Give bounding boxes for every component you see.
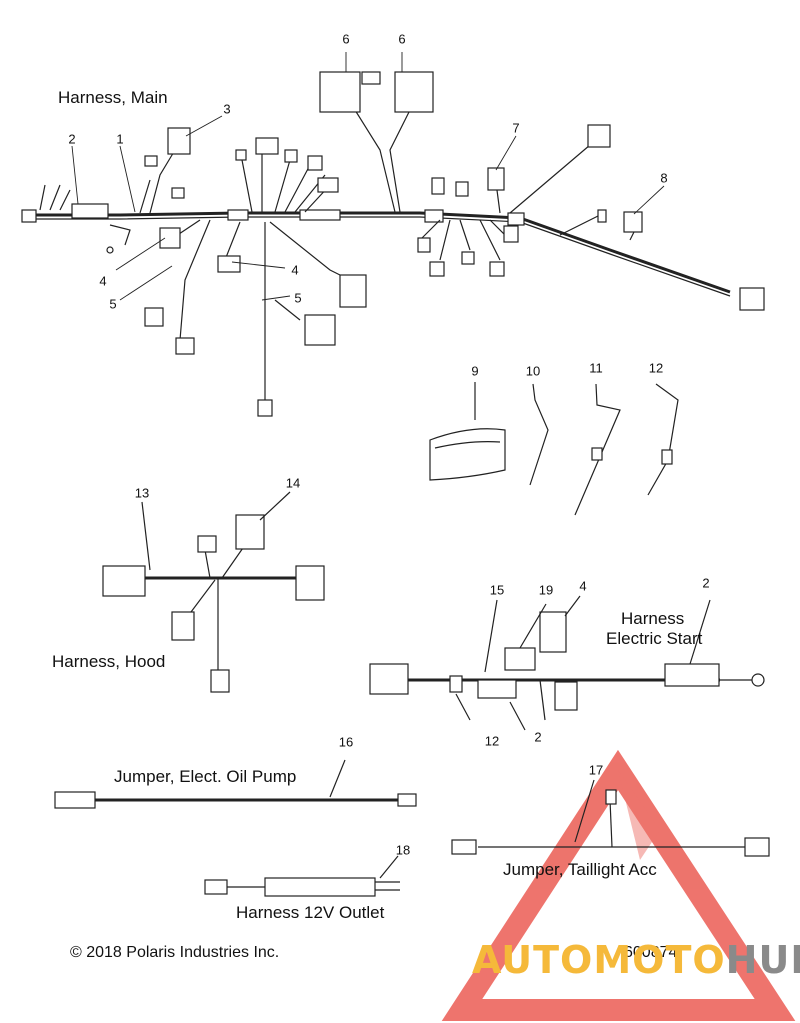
callout-5: 5 [109, 296, 117, 312]
callout-8: 8 [660, 170, 668, 186]
callout-1: 1 [116, 131, 124, 147]
watermark-logo: AUTOMOTOHUB [472, 938, 800, 982]
copyright-text: © 2018 Polaris Industries Inc. [70, 944, 280, 961]
callout-19: 19 [538, 582, 554, 598]
title-harness-12v-outlet: Harness 12V Outlet [236, 903, 385, 922]
title-harness-hood: Harness, Hood [52, 652, 166, 671]
callout-2: 2 [534, 729, 542, 745]
callout-16: 16 [338, 734, 354, 750]
callout-14: 14 [285, 475, 301, 491]
title-estart-line1: Harness [621, 609, 685, 628]
harness-main [21, 71, 765, 417]
watermark-word-auto: AUTO [472, 938, 594, 982]
title-harness-main: Harness, Main [58, 88, 168, 107]
jumper-oil-pump [54, 759, 417, 809]
callout-2: 2 [68, 131, 76, 147]
callout-6: 6 [398, 31, 406, 47]
watermark-word-moto: MOTO [593, 938, 726, 982]
title-jumper-taillight: Jumper, Taillight Acc [503, 860, 657, 879]
callout-18: 18 [395, 842, 411, 858]
callout-17: 17 [588, 762, 604, 778]
callout-4: 4 [99, 273, 107, 289]
title-estart-line2: Electric Start [606, 629, 703, 648]
callout-10: 10 [525, 363, 541, 379]
callout-2: 2 [702, 575, 710, 591]
title-jumper-oil-pump: Jumper, Elect. Oil Pump [114, 767, 297, 786]
leader-lines-main [71, 52, 665, 301]
callout-3: 3 [223, 101, 231, 117]
watermark-word-hub: HUB [725, 938, 800, 982]
parts-9-12 [429, 382, 679, 516]
harness-hood [102, 491, 325, 693]
callout-5: 5 [294, 290, 302, 306]
callout-7: 7 [512, 120, 520, 136]
part-number: 600874 [624, 944, 678, 961]
callout-13: 13 [134, 485, 150, 501]
callout-15: 15 [489, 582, 505, 598]
callout-4: 4 [291, 262, 299, 278]
harness-electric-start [369, 595, 765, 731]
callout-12: 12 [648, 360, 664, 376]
callout-6: 6 [342, 31, 350, 47]
callout-9: 9 [471, 363, 479, 379]
callout-12: 12 [484, 733, 500, 749]
harness-12v-outlet [204, 855, 400, 897]
callout-11: 11 [589, 360, 603, 376]
watermark-triangle [441, 749, 796, 1021]
jumper-taillight [451, 779, 770, 857]
callout-4: 4 [579, 578, 587, 594]
